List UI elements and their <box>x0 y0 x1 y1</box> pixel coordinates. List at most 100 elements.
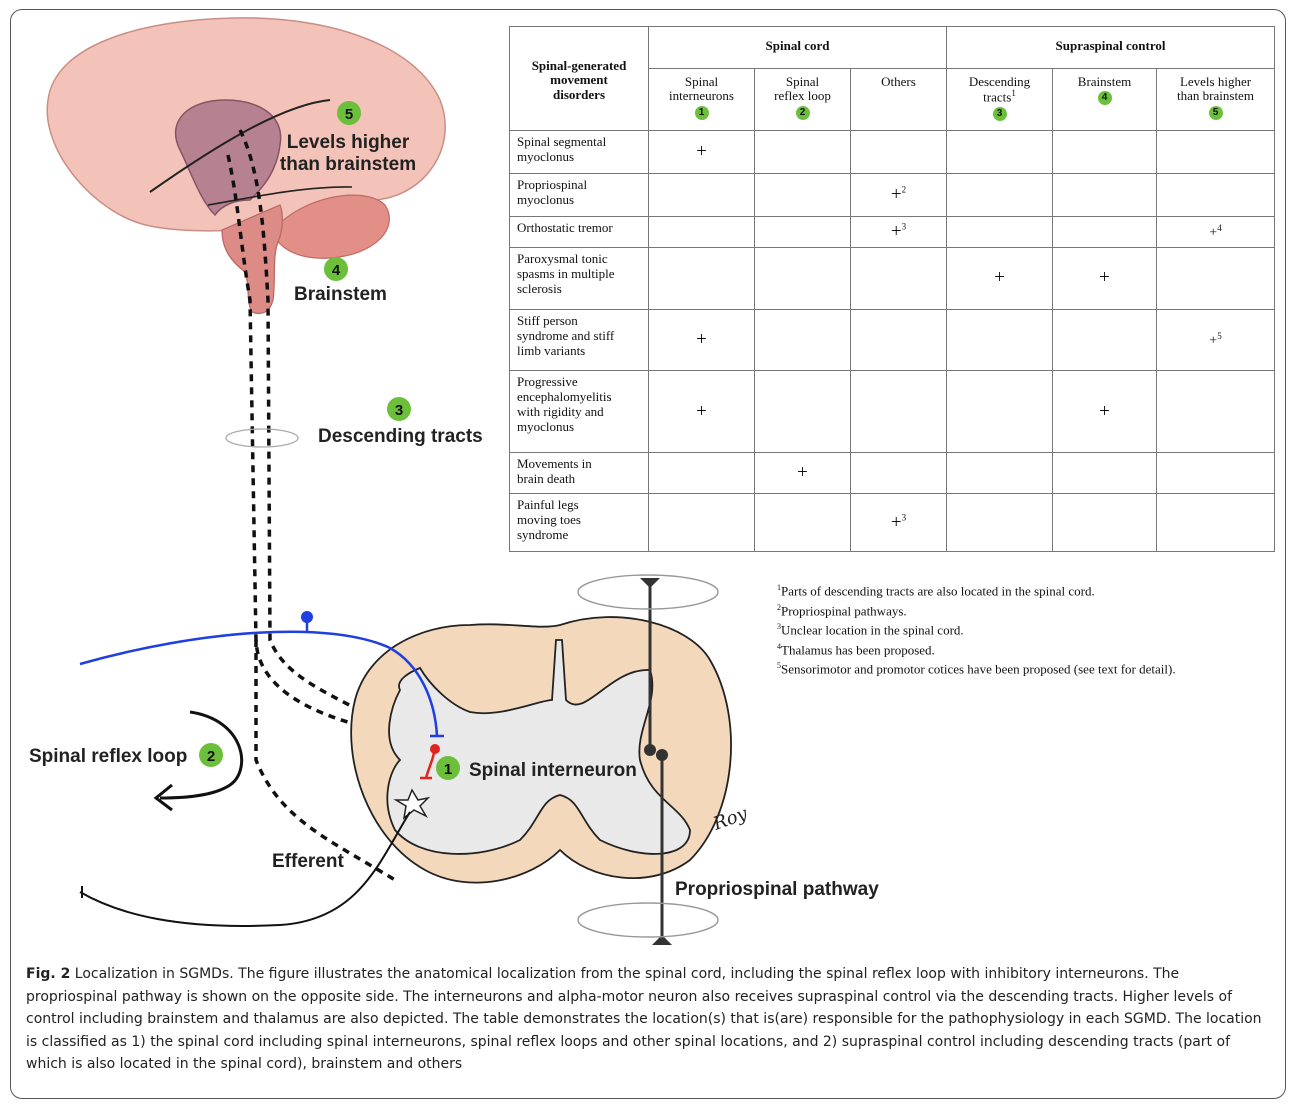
table-cell <box>1053 131 1157 174</box>
table-cell: + <box>649 371 755 453</box>
group-header-supraspinal: Supraspinal control <box>947 27 1275 69</box>
table-cell <box>851 453 947 494</box>
table-cell <box>755 131 851 174</box>
footnote: 5Sensorimotor and promotor cotices have … <box>777 658 1277 678</box>
column-header: Others <box>851 69 947 131</box>
label-spinal-reflex-loop: Spinal reflex loop <box>29 746 187 767</box>
group-header-spinal-cord: Spinal cord <box>649 27 947 69</box>
table-cell <box>947 309 1053 371</box>
table-cell <box>1157 494 1275 552</box>
badge-4: 4 <box>324 257 348 281</box>
table-cell <box>649 217 755 248</box>
table-cell <box>947 494 1053 552</box>
efferent-fiber <box>80 812 410 926</box>
table-cell: +3 <box>851 494 947 552</box>
table-cell: +4 <box>1157 217 1275 248</box>
tract-ring <box>226 429 298 447</box>
table-cell <box>1157 248 1275 310</box>
table-cell <box>755 371 851 453</box>
table-cell <box>1157 131 1275 174</box>
table-cell <box>947 131 1053 174</box>
table-cell: + <box>649 131 755 174</box>
table-cell: +5 <box>1157 309 1275 371</box>
badge-2-text: 2 <box>207 748 215 765</box>
table-cell: + <box>755 453 851 494</box>
footnote: 2Propriospinal pathways. <box>777 600 1277 620</box>
pathway-ring <box>578 903 718 937</box>
badge-3: 3 <box>387 397 411 421</box>
table-cell <box>947 371 1053 453</box>
table-cell: +2 <box>851 174 947 217</box>
footnote: 4Thalamus has been proposed. <box>777 639 1277 659</box>
table-cell <box>649 494 755 552</box>
footnote: 1Parts of descending tracts are also loc… <box>777 580 1277 600</box>
table-cell <box>755 248 851 310</box>
table-cell: + <box>649 309 755 371</box>
table-cell <box>649 453 755 494</box>
badge-5: 5 <box>337 101 361 125</box>
spinal-cord-cross-section <box>351 617 731 883</box>
column-badge: 5 <box>1209 106 1223 120</box>
label-spinal-interneuron: Spinal interneuron <box>469 760 637 781</box>
column-badge: 4 <box>1098 91 1112 105</box>
table-cell <box>947 174 1053 217</box>
table-cell <box>755 494 851 552</box>
table-cell <box>1053 174 1157 217</box>
table-cell <box>1053 217 1157 248</box>
badge-1: 1 <box>436 756 460 780</box>
row-label: Orthostatic tremor <box>510 217 649 248</box>
table-footnotes: 1Parts of descending tracts are also loc… <box>777 580 1277 678</box>
label-efferent: Efferent <box>272 851 344 872</box>
badge-2: 2 <box>199 743 223 767</box>
column-badge: 2 <box>796 106 810 120</box>
table-cell <box>947 217 1053 248</box>
label-brainstem: Brainstem <box>294 284 387 305</box>
label-levels-higher: Levels higher <box>287 132 410 153</box>
footnote: 3Unclear location in the spinal cord. <box>777 619 1277 639</box>
row-label: Painful legsmoving toessyndrome <box>510 494 649 552</box>
caption-text: Localization in SGMDs. The figure illust… <box>26 966 1262 1072</box>
table-cell: + <box>1053 371 1157 453</box>
label-descending-tracts: Descending tracts <box>318 426 483 447</box>
figure-caption: Fig. 2 Localization in SGMDs. The figure… <box>26 963 1272 1076</box>
table-cell <box>755 309 851 371</box>
table-cell: +3 <box>851 217 947 248</box>
table-cell <box>755 174 851 217</box>
table-cell <box>851 131 947 174</box>
table-cell <box>1157 453 1275 494</box>
badge-1-text: 1 <box>444 761 452 778</box>
table-cell <box>851 371 947 453</box>
label-than-brainstem: than brainstem <box>280 154 416 175</box>
badge-5-text: 5 <box>345 106 353 123</box>
column-badge: 3 <box>993 107 1007 121</box>
table-cell <box>1053 494 1157 552</box>
table-cell <box>1157 174 1275 217</box>
table-cell <box>1053 453 1157 494</box>
caption-figure-label: Fig. 2 <box>26 966 70 982</box>
table-cell: + <box>1053 248 1157 310</box>
badge-3-text: 3 <box>395 402 403 419</box>
table-cell <box>649 174 755 217</box>
table-row: Orthostatic tremor +3 +4 <box>510 217 1275 248</box>
table-cell <box>1157 371 1275 453</box>
badge-4-text: 4 <box>332 262 341 279</box>
table-cell <box>851 248 947 310</box>
table-cell: + <box>947 248 1053 310</box>
